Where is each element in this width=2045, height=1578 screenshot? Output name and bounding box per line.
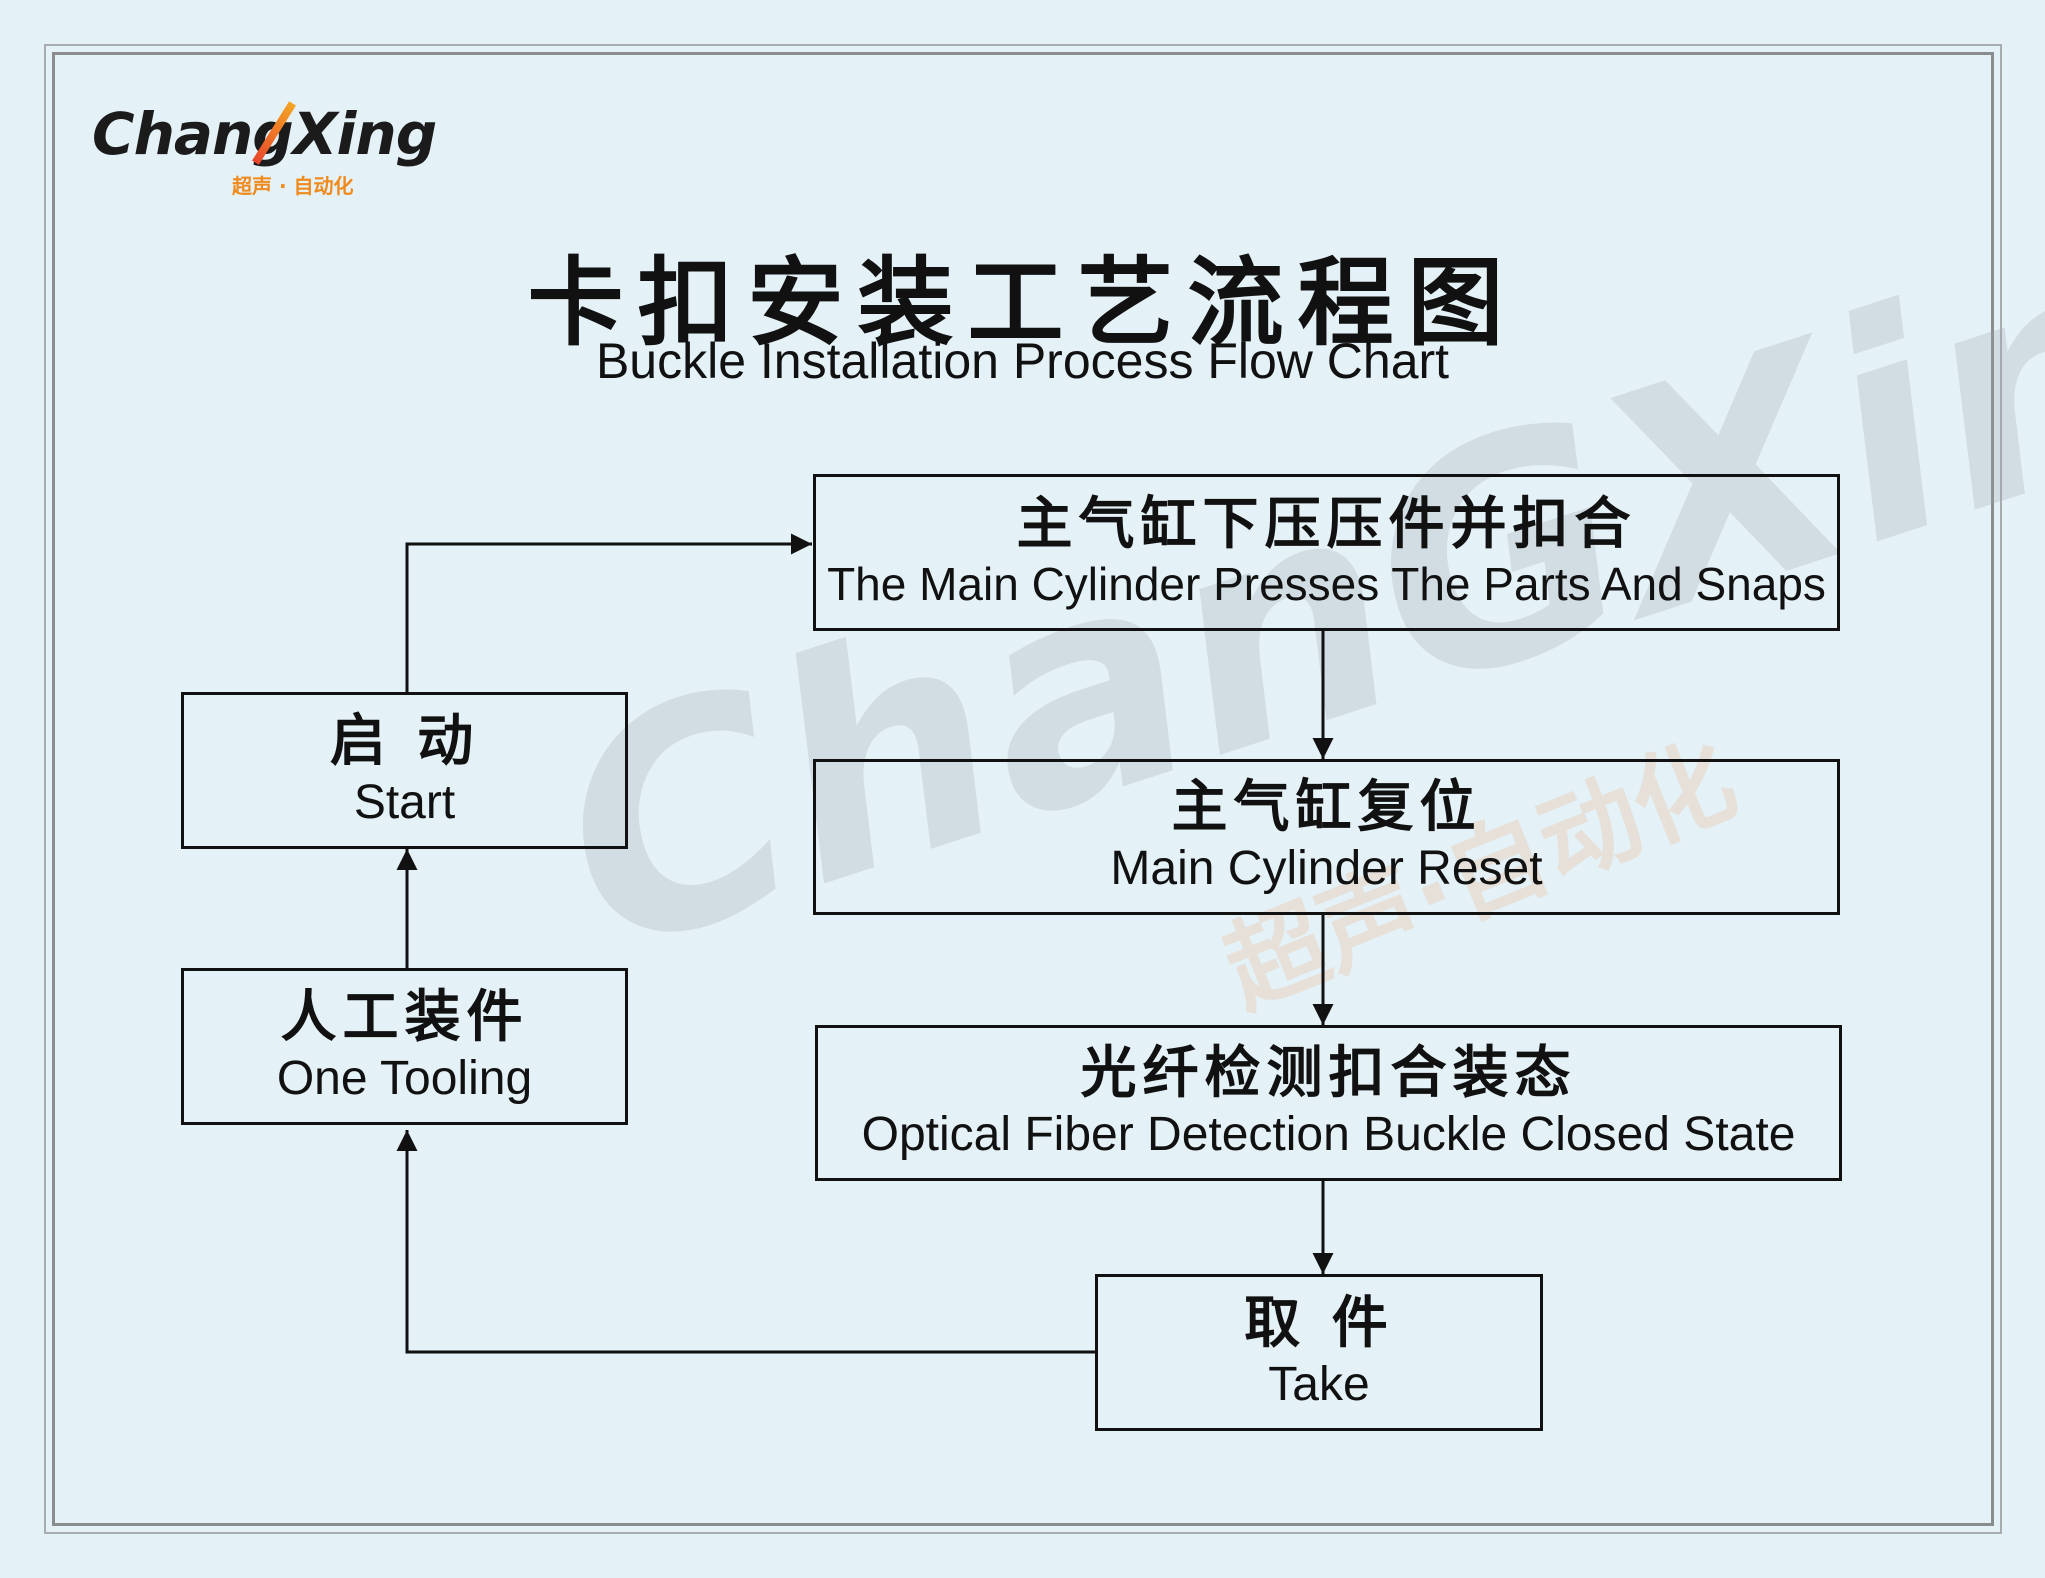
node-reset-cn: 主气缸复位 (1171, 775, 1482, 840)
node-take-cn: 取 件 (1244, 1290, 1394, 1356)
node-press-en: The Main Cylinder Presses The Parts And … (827, 558, 1826, 611)
node-start: 启 动 Start (181, 692, 628, 849)
node-reset-en: Main Cylinder Reset (1110, 842, 1543, 896)
connector-start-to-press (405, 533, 812, 692)
node-detect-en: Optical Fiber Detection Buckle Closed St… (861, 1108, 1796, 1162)
brand-logo: ChangXing 超声 · 自动化 (92, 100, 437, 210)
node-reset: 主气缸复位 Main Cylinder Reset (813, 759, 1840, 915)
node-tooling-cn: 人工装件 (280, 984, 529, 1050)
node-press: 主气缸下压压件并扣合 The Main Cylinder Presses The… (813, 474, 1840, 631)
title-english: Buckle Installation Process Flow Chart (595, 333, 1450, 389)
node-press-cn: 主气缸下压压件并扣合 (1016, 491, 1637, 557)
logo-tagline: 超声 · 自动化 (232, 174, 354, 198)
title-chinese: 卡扣安装工艺流程图 (527, 247, 1518, 359)
node-detect-cn: 光纤检测扣合装态 (1080, 1041, 1577, 1106)
node-take-en: Take (1268, 1357, 1370, 1411)
inner-frame (52, 52, 1994, 1526)
outer-frame (44, 44, 2002, 1534)
node-detect: 光纤检测扣合装态 Optical Fiber Detection Buckle … (815, 1025, 1842, 1181)
node-start-cn: 启 动 (329, 708, 480, 774)
node-tooling: 人工装件 One Tooling (181, 968, 628, 1125)
node-tooling-en: One Tooling (276, 1051, 533, 1105)
node-take: 取 件 Take (1095, 1274, 1543, 1431)
node-start-en: Start (353, 775, 456, 829)
connector-take-to-tooling (396, 1130, 1096, 1354)
logo-wordmark: ChangXing (92, 100, 437, 168)
